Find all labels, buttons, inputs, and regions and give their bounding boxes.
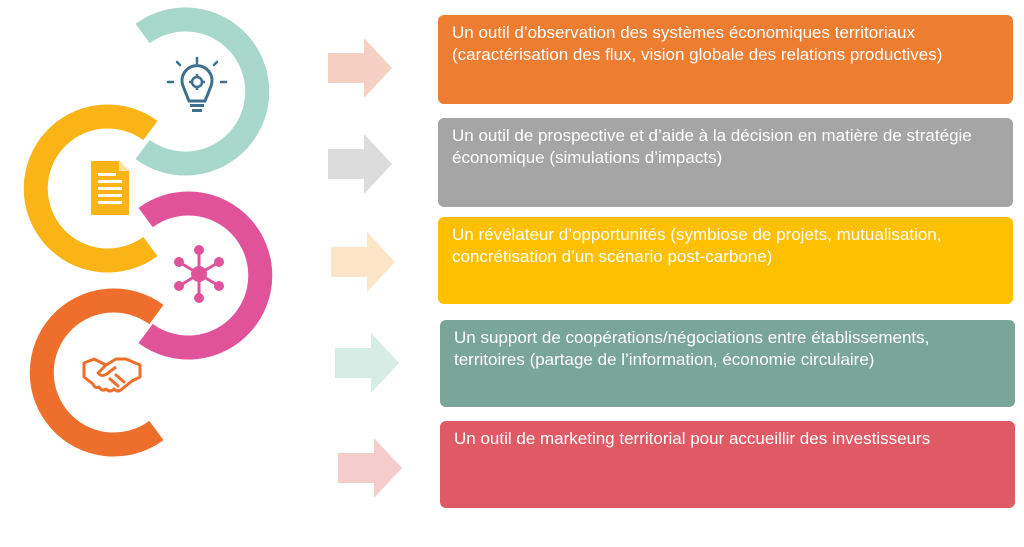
amber-ring: [23, 104, 158, 273]
observation-tool-box: Un outil d’observation des systèmes écon…: [438, 15, 1013, 104]
teal-ring: [135, 7, 270, 176]
prospective-tool-box: Un outil de prospective et d’aide à la d…: [438, 118, 1013, 207]
arrow-right-icon: [328, 38, 392, 98]
ring-infographic: [23, 7, 273, 457]
box-text: Un outil d’observation des systèmes écon…: [452, 23, 943, 64]
arrow-right-icon: [328, 134, 392, 194]
orange-ring: [29, 288, 164, 457]
lightbulb-gear-icon: [166, 56, 228, 112]
territorial-marketing-box: Un outil de marketing territorial pour a…: [440, 421, 1015, 508]
arrow-right-icon: [338, 438, 402, 498]
arrow-right-icon: [335, 333, 399, 393]
document-icon: [91, 161, 129, 215]
magenta-ring: [138, 191, 273, 360]
cooperation-support-box: Un support de coopérations/négociations …: [440, 320, 1015, 407]
arrow-right-icon: [331, 232, 395, 292]
opportunities-box: Un révélateur d’opportunités (symbiose d…: [438, 217, 1013, 304]
box-text: Un outil de prospective et d’aide à la d…: [452, 126, 972, 167]
handshake-icon: [82, 357, 142, 393]
box-text: Un support de coopérations/négociations …: [454, 328, 930, 369]
box-text: Un révélateur d’opportunités (symbiose d…: [452, 225, 942, 266]
network-icon: [174, 245, 224, 303]
box-text: Un outil de marketing territorial pour a…: [454, 429, 931, 448]
